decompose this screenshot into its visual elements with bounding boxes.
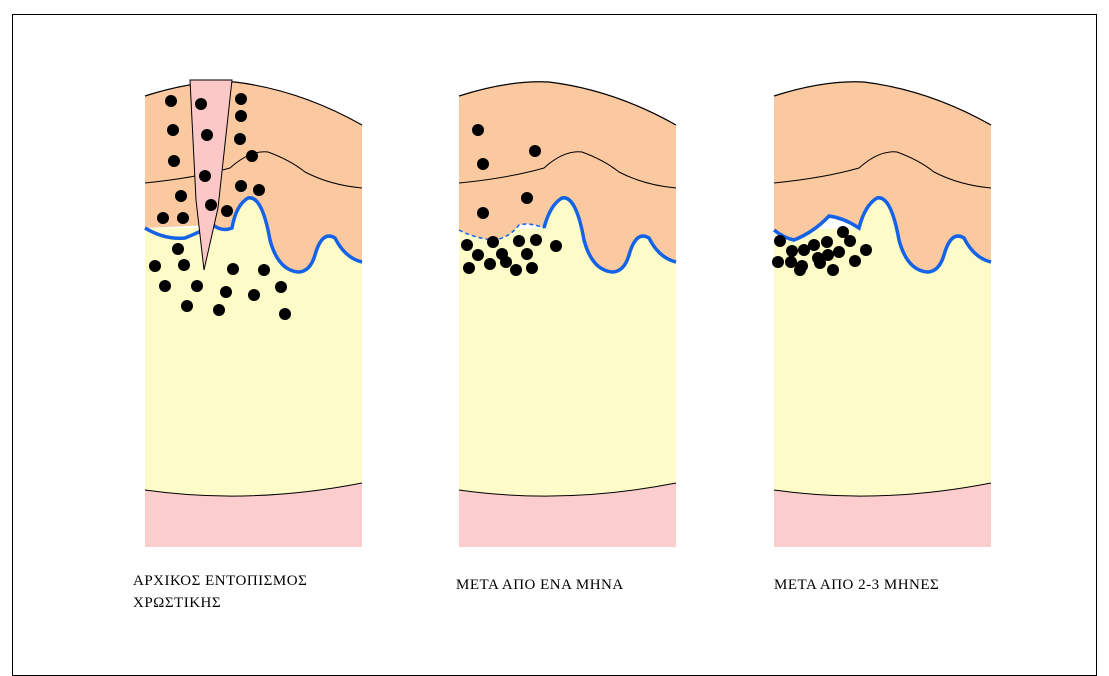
pigment-particle [175, 190, 187, 202]
pigment-particle [165, 95, 177, 107]
pigment-particle [772, 256, 784, 268]
pigment-particle [785, 256, 797, 268]
pigment-particle [199, 170, 211, 182]
pigment-particle [191, 280, 203, 292]
pigment-particle [195, 98, 207, 110]
pigment-particle [149, 260, 161, 272]
pigment-particle [227, 263, 239, 275]
pigment-particle [521, 192, 533, 204]
pigment-particle [279, 308, 291, 320]
pigment-particle [513, 235, 525, 247]
caption-panel-3: ΜΕΤΑ ΑΠΟ 2-3 ΜΗΝΕΣ [774, 574, 939, 596]
pigment-particle [205, 199, 217, 211]
caption-line: ΜΕΤΑ ΑΠΟ ΕΝΑ ΜΗΝΑ [456, 574, 624, 596]
pigment-particle [833, 246, 845, 258]
pigment-particle [849, 255, 861, 267]
caption-line: ΧΡΩΣΤΙΚΗΣ [133, 592, 307, 614]
caption-line: ΑΡΧΙΚΟΣ ΕΝΤΟΠΙΣΜΟΣ [133, 570, 307, 592]
pigment-particle [526, 262, 538, 274]
pigment-particle [201, 129, 213, 141]
pigment-particle [814, 257, 826, 269]
dermis-layer [774, 198, 991, 496]
pigment-particle [181, 300, 193, 312]
pigment-particle [484, 258, 496, 270]
caption-panel-2: ΜΕΤΑ ΑΠΟ ΕΝΑ ΜΗΝΑ [456, 574, 624, 596]
pigment-particle [774, 235, 786, 247]
pigment-particle [530, 234, 542, 246]
pigment-particle [234, 133, 246, 145]
pigment-particle [168, 155, 180, 167]
panel-one-month [459, 82, 676, 547]
pigment-particle [172, 243, 184, 255]
pigment-particle [258, 264, 270, 276]
pigment-particle [157, 212, 169, 224]
pigment-particle [275, 281, 287, 293]
pigment-particle [521, 248, 533, 260]
pigment-particle [529, 145, 541, 157]
dermis-layer [145, 198, 362, 496]
pigment-particle [786, 245, 798, 257]
panel-initial [145, 80, 362, 547]
pigment-particle [235, 110, 247, 122]
pigment-particle [500, 256, 512, 268]
pigment-particle [860, 244, 872, 256]
panel-two-three-months [774, 82, 991, 547]
pigment-particle [221, 205, 233, 217]
caption-panel-1: ΑΡΧΙΚΟΣ ΕΝΤΟΠΙΣΜΟΣ ΧΡΩΣΤΙΚΗΣ [133, 570, 307, 614]
pigment-particle [844, 235, 856, 247]
pigment-particle [550, 240, 562, 252]
pigment-particle [827, 264, 839, 276]
pigment-particle [477, 207, 489, 219]
pigment-particle [821, 236, 833, 248]
pigment-particle [472, 124, 484, 136]
pigment-particle [477, 158, 489, 170]
pigment-particle [808, 239, 820, 251]
pigment-particle [472, 249, 484, 261]
pigment-particle [463, 262, 475, 274]
pigment-particle [253, 184, 265, 196]
pigment-particle [461, 239, 473, 251]
pigment-particle [487, 236, 499, 248]
pigment-particle [794, 264, 806, 276]
pigment-particle [235, 180, 247, 192]
pigment-particle [213, 304, 225, 316]
pigment-particle [246, 150, 258, 162]
pigment-particle [177, 212, 189, 224]
caption-line: ΜΕΤΑ ΑΠΟ 2-3 ΜΗΝΕΣ [774, 574, 939, 596]
pigment-particle [510, 264, 522, 276]
pigment-particle [248, 289, 260, 301]
pigment-particle [178, 259, 190, 271]
pigment-particle [167, 124, 179, 136]
pigment-particle [159, 280, 171, 292]
pigment-particle [235, 93, 247, 105]
pigment-particle [220, 286, 232, 298]
